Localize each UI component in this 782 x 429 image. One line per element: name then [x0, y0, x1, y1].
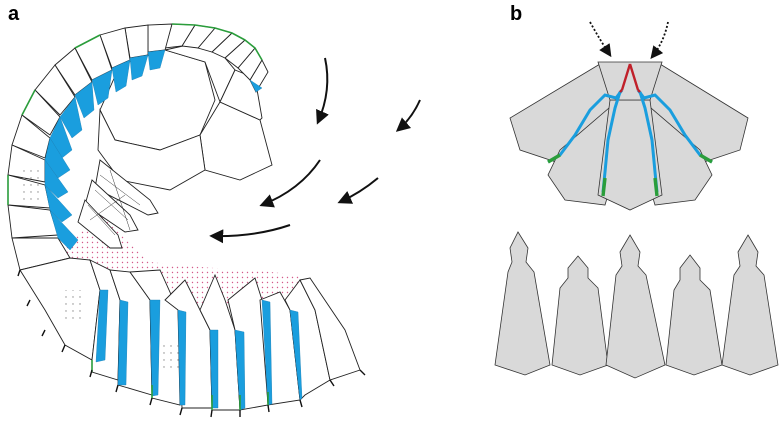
fan-top [597, 61, 663, 101]
red-junction [619, 63, 641, 93]
dotted-arrows [589, 21, 669, 59]
separated-plate-2 [551, 255, 609, 376]
dotted-arrow-left [589, 21, 612, 58]
green-end-3 [653, 177, 659, 197]
arrow-1 [316, 57, 329, 125]
stipple-3 [60, 290, 85, 320]
arrow-3 [259, 159, 321, 208]
separated-plate-4 [665, 254, 723, 376]
arrow-2 [395, 99, 421, 132]
dotted-arrow-right [650, 21, 669, 59]
separated-plate-5 [721, 234, 779, 376]
arrow-5 [209, 224, 291, 244]
fan-structure [509, 61, 749, 211]
panel-label-a: a [8, 3, 20, 25]
arrow-4 [337, 177, 379, 204]
blue-segments-lower [95, 289, 303, 411]
separated-plate-3 [605, 234, 666, 379]
blue-segments [44, 49, 263, 251]
head-region [97, 39, 273, 191]
stipple-2 [20, 170, 40, 200]
separated-plates [494, 231, 779, 379]
green-edges-upper [7, 23, 263, 205]
separated-plate-1 [494, 231, 551, 376]
rolling-arrows [209, 57, 421, 244]
stipple-1 [160, 340, 180, 370]
green-end-4 [699, 153, 713, 164]
green-end-2 [601, 177, 607, 197]
appendages [77, 159, 159, 249]
panel-label-b: b [510, 3, 522, 25]
panel-a-rolled-specimen [7, 23, 366, 418]
green-end-1 [547, 153, 561, 164]
tergites-upper [7, 23, 269, 271]
edge-spines [17, 269, 366, 418]
